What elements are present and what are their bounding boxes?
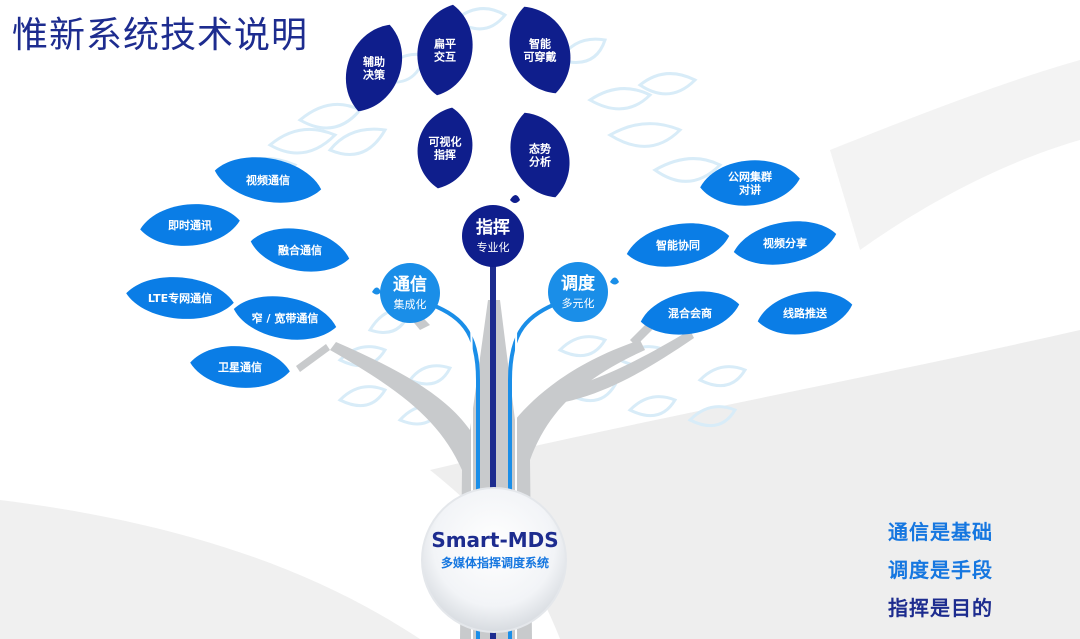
leaf-label: 可视化	[429, 134, 462, 148]
core-label: Smart-MDS 多媒体指挥调度系统	[420, 528, 570, 571]
hub-subtitle: 多元化	[562, 296, 595, 310]
slogan-3: 指挥是目的	[888, 596, 993, 620]
leaf-label: 智能协同	[656, 238, 700, 252]
comm-leaf: 卫星通信	[190, 346, 290, 388]
background-swoosh	[0, 500, 420, 639]
background-swoosh	[830, 60, 1080, 250]
page-title: 惟新系统技术说明	[12, 15, 309, 56]
leaf-label: 扁平	[434, 36, 456, 50]
hub-subtitle: 集成化	[394, 297, 427, 311]
leaf-label: 态势	[529, 141, 551, 155]
comm-leaf: 即时通讯	[140, 204, 240, 246]
dispatch-leaf: 混合会商	[640, 291, 740, 335]
accent-drop	[372, 287, 381, 295]
leaf-label: 分析	[529, 154, 551, 168]
leaf-label: 对讲	[739, 182, 761, 196]
leaf-label: 指挥	[434, 147, 456, 161]
leaf-label: 融合通信	[278, 243, 322, 257]
leaf-label: 视频分享	[763, 236, 807, 250]
background-swoosh	[430, 330, 1080, 639]
core-circle	[421, 487, 567, 633]
hub-title: 指挥	[476, 217, 510, 238]
accent-drop	[510, 195, 520, 203]
leaf-label: 公网集群	[728, 169, 772, 183]
core-subtitle: 多媒体指挥调度系统	[440, 556, 549, 570]
leaf-label: 视频通信	[246, 173, 290, 187]
leaf-label: 线路推送	[783, 306, 828, 320]
leaf-label: 可穿戴	[524, 49, 557, 63]
dispatch-leaf: 线路推送	[757, 291, 853, 335]
leaf-label: 即时通讯	[168, 218, 212, 232]
leaf-label: 交互	[434, 49, 456, 63]
comm-leaf: LTE专网通信	[126, 277, 234, 319]
leaf-label: 辅助	[363, 54, 385, 68]
leaf-label: LTE专网通信	[148, 291, 212, 305]
hub-title: 通信	[393, 274, 427, 295]
core-name: Smart-MDS	[431, 528, 559, 552]
leaf-label: 卫星通信	[218, 360, 262, 374]
comm-leaf: 融合通信	[250, 228, 350, 272]
dispatch-leaf: 视频分享	[733, 221, 837, 265]
leaf-label: 混合会商	[668, 306, 712, 320]
comm-leaf: 窄 / 宽带通信	[233, 296, 337, 340]
accent-drop	[610, 277, 619, 285]
dispatch-leaf: 智能协同	[626, 223, 730, 267]
leaf-label: 窄 / 宽带通信	[252, 311, 319, 325]
hub-subtitle: 专业化	[477, 240, 510, 254]
hub-title: 调度	[561, 273, 596, 294]
comm-leaf: 视频通信	[214, 157, 322, 203]
leaf-label: 智能	[529, 36, 551, 50]
slogan-1: 通信是基础	[888, 520, 993, 544]
slogan-2: 调度是手段	[888, 558, 993, 582]
leaf-label: 决策	[363, 67, 386, 81]
